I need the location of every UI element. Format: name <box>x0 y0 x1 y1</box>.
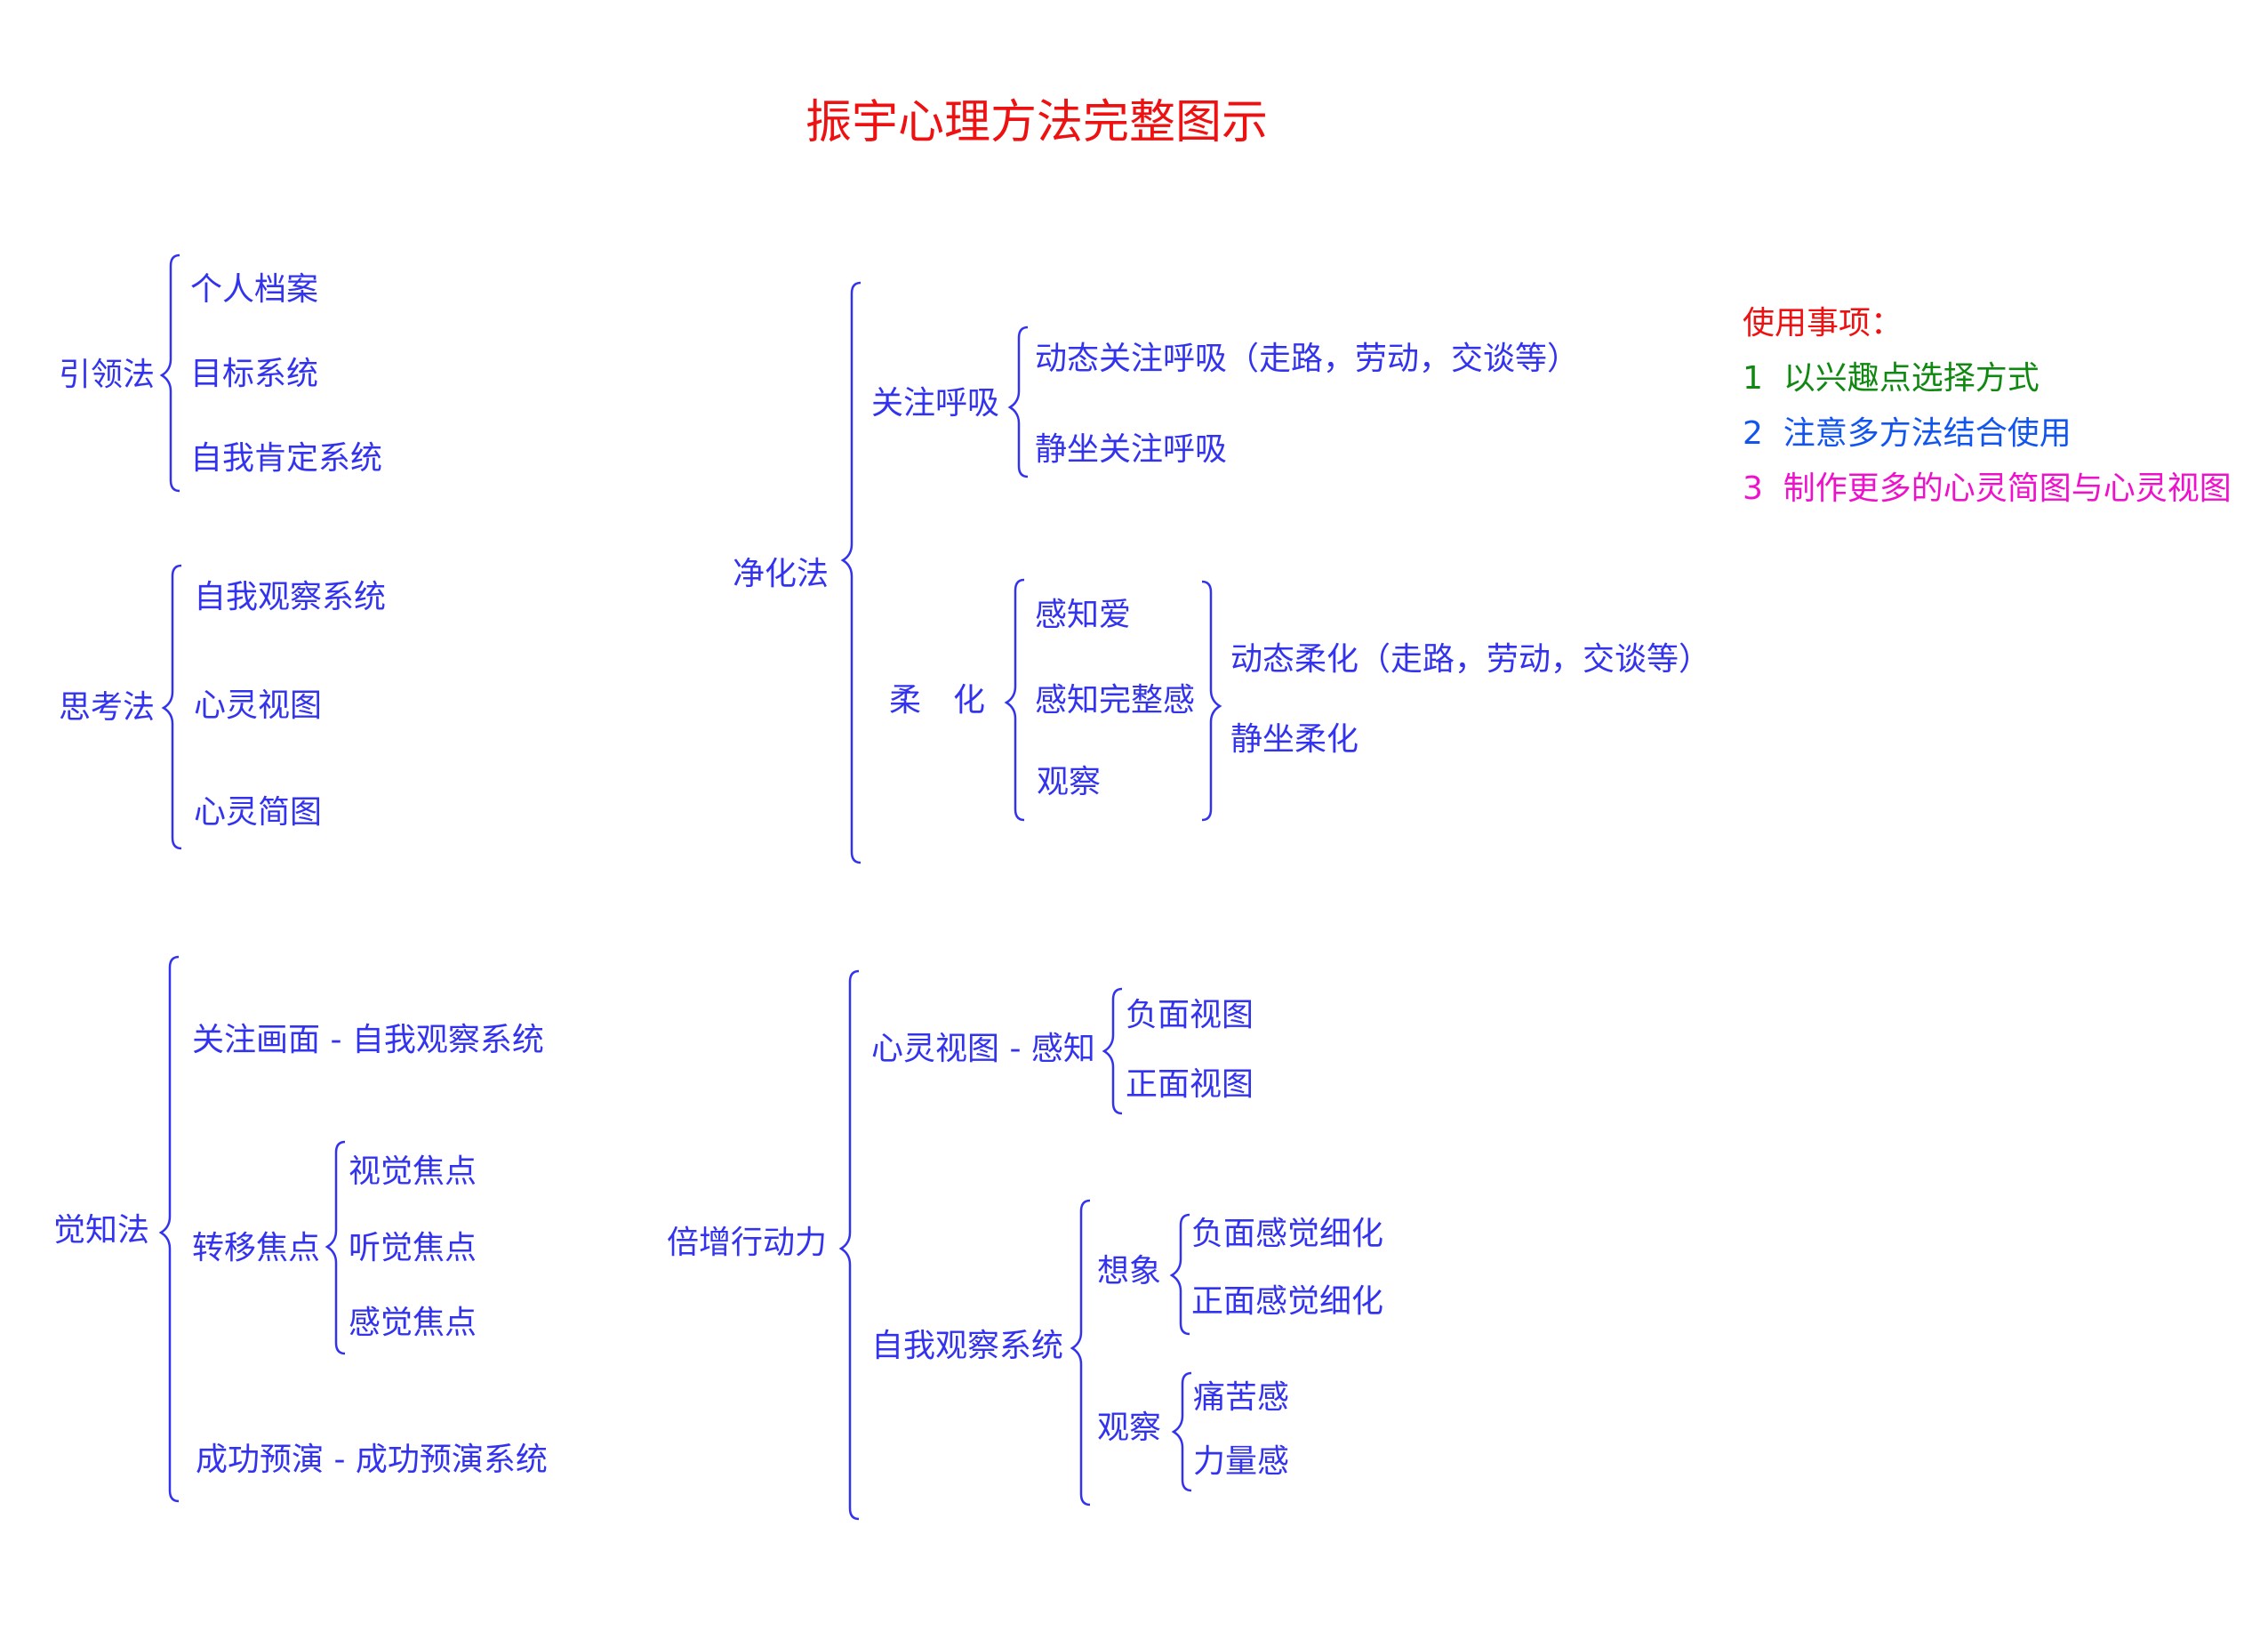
brace-xinling <box>1102 987 1123 1115</box>
brace-rouhua-modes <box>1201 580 1222 822</box>
leaf-tongku-gan: 痛苦感 <box>1193 1379 1290 1416</box>
note-text: 以兴趣点选择方式 <box>1783 360 2040 397</box>
leaf-ziwo-kending: 自我肯定系统 <box>190 440 383 477</box>
node-ziwo-guancha-xitong: 自我观察系统 <box>871 1328 1064 1364</box>
leaf-dongtai-rouhua: 动态柔化（走路，劳动，交谈等） <box>1230 641 1711 678</box>
node-beizeng-xingdongli: 倍增行动力 <box>667 1225 828 1261</box>
node-guanzhu-huxi: 关注呼吸 <box>871 385 1000 422</box>
node-xinling-shitu-ganzhi: 心灵视图 - 感知 <box>871 1031 1095 1067</box>
node-jinghua: 净化法 <box>733 556 829 592</box>
node-guancha-2: 观察 <box>1097 1410 1162 1446</box>
leaf-jingzuo-guanzhu-huxi: 静坐关注呼吸 <box>1035 431 1228 468</box>
node-xiangxiang: 想象 <box>1097 1253 1162 1290</box>
node-sikao: 思考法 <box>59 689 156 726</box>
leaf-ganzhi-wanzhenggan: 感知完整感 <box>1035 682 1196 719</box>
leaf-mubiao-xitong: 目标系统 <box>190 356 319 392</box>
leaf-dongtai-guanzhu-huxi: 动态关注呼吸（走路，劳动，交谈等） <box>1035 341 1580 377</box>
leaf-xinling-jiantu: 心灵简图 <box>194 794 323 831</box>
leaf-ziwo-guancha: 自我观察系统 <box>194 579 387 615</box>
note-number: 1 <box>1743 360 1763 397</box>
brace-rouhua <box>1004 578 1025 822</box>
leaf-fumian-ganjue: 负面感觉细化 <box>1191 1216 1384 1252</box>
leaf-guancha: 观察 <box>1037 764 1102 800</box>
brace-juezhi <box>158 955 180 1503</box>
brace-xiangxiang <box>1169 1213 1190 1336</box>
leaf-guanzhu-huamian: 关注画面 - 自我观察系统 <box>192 1022 544 1058</box>
brace-guanzhu <box>1007 325 1029 478</box>
node-rouhua: 柔 化 <box>889 682 986 719</box>
brace-sikao <box>161 564 182 850</box>
brace-guancha <box>1171 1371 1192 1492</box>
leaf-zhengmian-shitu: 正面视图 <box>1126 1066 1254 1103</box>
node-yinling: 引领法 <box>59 357 156 393</box>
brace-yinling <box>159 253 180 493</box>
brace-ziwo <box>1070 1199 1091 1506</box>
leaf-liliang-gan: 力量感 <box>1193 1443 1290 1480</box>
leaf-ganjue-jiaodian: 感觉焦点 <box>349 1305 477 1341</box>
leaf-tingjue-jiaodian: 听觉焦点 <box>349 1230 477 1266</box>
leaf-fumian-shitu: 负面视图 <box>1126 997 1254 1033</box>
brace-jinghua <box>840 281 862 864</box>
note-text: 制作更多的心灵简图与心灵视图 <box>1783 470 2232 507</box>
brace-zhuanyi <box>325 1140 346 1355</box>
note-text: 注意多方法结合使用 <box>1783 415 2072 452</box>
page-title: 振宇心理方法完整图示 <box>805 96 1269 149</box>
leaf-jingzuo-rouhua: 静坐柔化 <box>1230 721 1359 758</box>
leaf-xinling-shitu: 心灵视图 <box>194 687 323 724</box>
leaf-shijue-jiaodian: 视觉焦点 <box>349 1153 477 1190</box>
note-item-2: 2 注意多方法结合使用 <box>1743 418 2072 450</box>
leaf-chenggong-yuyan: 成功预演 - 成功预演系统 <box>196 1442 548 1478</box>
node-zhuanyi-jiaodian: 转移焦点 <box>192 1230 321 1266</box>
node-juezhi: 觉知法 <box>53 1212 150 1249</box>
note-number: 3 <box>1743 470 1763 507</box>
note-number: 2 <box>1743 415 1763 452</box>
notes-heading: 使用事项： <box>1743 305 1903 341</box>
note-item-3: 3 制作更多的心灵简图与心灵视图 <box>1743 473 2232 505</box>
brace-beizeng <box>838 969 860 1521</box>
note-item-1: 1 以兴趣点选择方式 <box>1743 363 2040 395</box>
leaf-ganzhi-ai: 感知爱 <box>1035 597 1132 633</box>
leaf-zhengmian-ganjue: 正面感觉细化 <box>1191 1283 1384 1320</box>
leaf-geren-dangan: 个人档案 <box>190 271 319 308</box>
